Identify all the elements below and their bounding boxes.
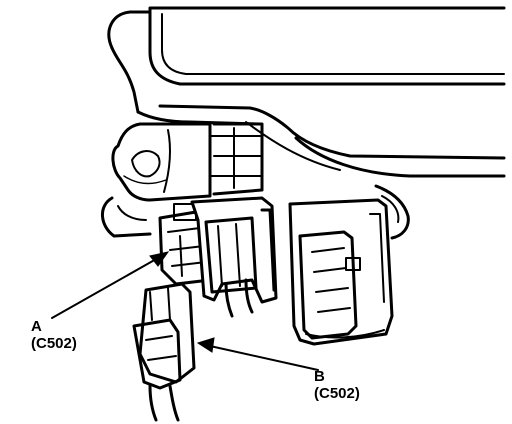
upper-housing: [107, 6, 506, 178]
callout-a-label: A (C502): [31, 318, 77, 352]
leader-a: [51, 251, 170, 319]
callout-b-code: (C502): [314, 385, 360, 402]
connector-b-plug: [132, 282, 196, 422]
callout-b-label: B (C502): [314, 368, 360, 402]
right-connector-block: [288, 198, 394, 346]
harness-right: [374, 184, 410, 240]
harness-left: [101, 196, 152, 238]
callout-a-letter: A: [31, 318, 42, 335]
callout-a-code: (C502): [31, 335, 77, 352]
center-plug: [190, 196, 278, 318]
leader-b: [196, 337, 319, 371]
callout-b-letter: B: [314, 368, 325, 385]
mounting-bracket: [111, 122, 264, 202]
